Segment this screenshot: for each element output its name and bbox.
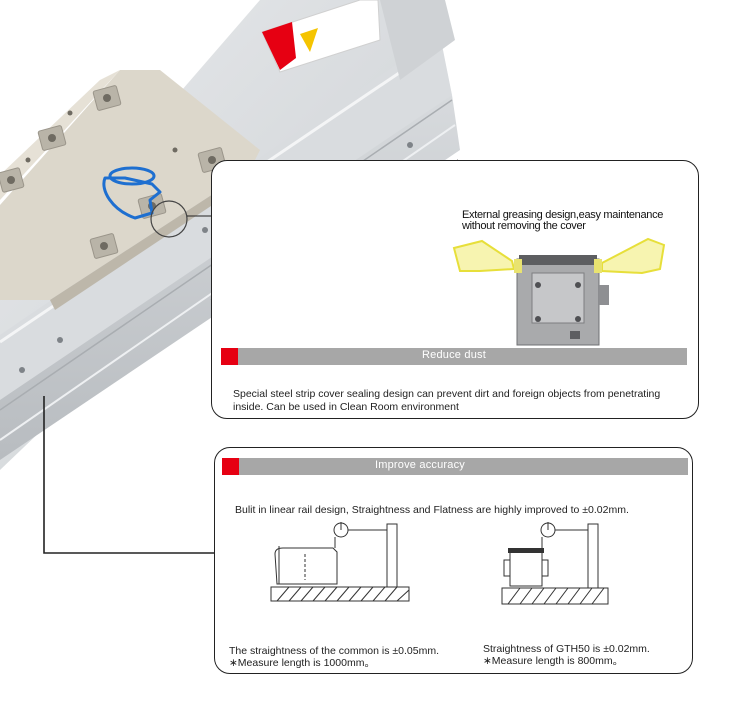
gth50-caption-line2: ∗Measure length is 800mm。 <box>483 655 624 667</box>
common-caption-line2: ∗Measure length is 1000mm。 <box>229 657 375 669</box>
reduce-dust-header: Reduce dust <box>221 348 687 365</box>
reduce-dust-title: Reduce dust <box>422 349 486 361</box>
reduce-dust-description-line2: inside. Can be used in Clean Room enviro… <box>233 401 459 413</box>
improve-accuracy-header: Improve accuracy <box>222 458 688 475</box>
section-marker <box>222 458 239 475</box>
carriage-cross-section-figure <box>452 237 666 346</box>
accuracy-intro: Bulit in linear rail design, Straightnes… <box>235 504 629 516</box>
section-marker <box>221 348 238 365</box>
improve-accuracy-title: Improve accuracy <box>374 459 465 471</box>
common-caption-line1: The straightness of the common is ±0.05m… <box>229 645 440 657</box>
gth50-caption-line1: Straightness of GTH50 is ±0.02mm. <box>483 643 650 655</box>
greasing-panel: External greasing design,easy maintenanc… <box>211 160 699 419</box>
common-straightness-diagram <box>270 522 410 602</box>
gth50-straightness-diagram <box>501 522 609 605</box>
reduce-dust-description-line1: Special steel strip cover sealing design… <box>233 388 661 400</box>
accuracy-panel: Improve accuracy Bulit in linear rail de… <box>214 447 693 674</box>
greasing-annotation-line2: without removing the cover <box>462 220 586 232</box>
greasing-annotation-line1: External greasing design,easy maintenanc… <box>462 209 664 221</box>
